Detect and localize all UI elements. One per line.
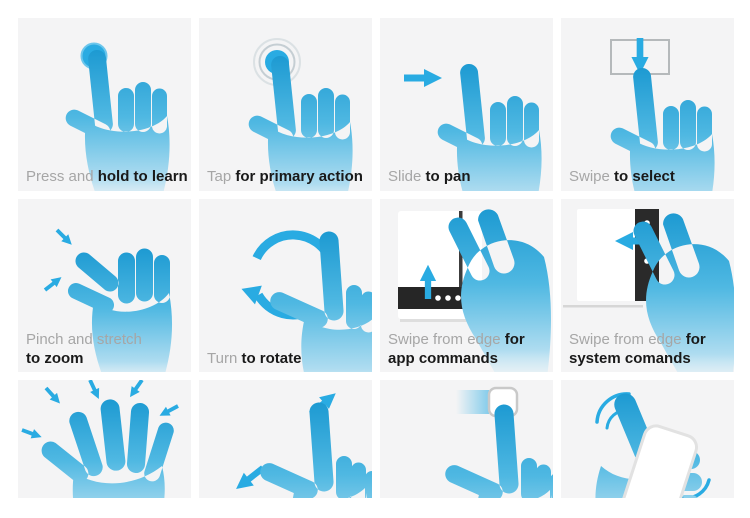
caption: Press and hold to learn <box>26 167 188 186</box>
caption-bold: for <box>504 331 525 349</box>
gesture-tile-slide: Slide to pan <box>380 18 553 191</box>
five-finger-close-hand-icon <box>20 380 181 498</box>
stretch-arrows-hand-icon <box>231 387 372 498</box>
caption: Pinch and stretch to zoom <box>26 331 187 368</box>
gesture-tile-five-finger-close <box>18 380 191 498</box>
press-key-hand-icon <box>445 386 553 498</box>
gesture-tile-edge-app-commands: Swipe from edge for app commands <box>380 199 553 372</box>
gesture-tile-press-hold: Press and hold to learn <box>18 18 191 191</box>
caption-muted: Turn <box>207 349 242 367</box>
rotate-hand-icon <box>238 230 372 372</box>
gesture-tile-edge-system-commands: Swipe from edge for system comands <box>561 199 734 372</box>
caption-muted: Press and <box>26 167 98 185</box>
caption: Slide to pan <box>388 168 549 186</box>
gesture-tile-stretch-out <box>199 380 372 498</box>
caption-bold: to zoom <box>26 349 84 367</box>
caption-bold: to rotate <box>241 349 302 367</box>
gesture-tile-press-key <box>380 380 553 498</box>
gesture-tile-shake-phone <box>561 380 734 498</box>
caption-muted: Swipe <box>569 167 615 185</box>
caption: Swipe from edge for system comands <box>569 331 730 368</box>
edge-swipe-up-hand-icon <box>398 209 551 372</box>
gesture-tile-pinch-stretch: Pinch and stretch to zoom <box>18 199 191 372</box>
caption-bold: for primary action <box>235 167 363 185</box>
gesture-tile-tap: Tap for primary action <box>199 18 372 191</box>
caption: Swipe from edge for app commands <box>388 331 549 368</box>
shake-phone-hand-icon <box>595 392 711 498</box>
swipe-down-hand-icon <box>610 38 715 191</box>
gesture-tile-turn-rotate: Turn to rotate <box>199 199 372 372</box>
caption-muted: Swipe from edge <box>388 331 505 349</box>
tap-ripple-hand-icon <box>248 38 353 191</box>
caption-muted: Tap <box>207 167 236 185</box>
caption-muted: Swipe from edge <box>569 331 686 349</box>
slide-arrow-hand-icon <box>404 63 542 191</box>
gesture-tile-swipe-select: Swipe to select <box>561 18 734 191</box>
caption: Turn to rotate <box>207 350 368 368</box>
gesture-grid: Press and hold to learn Tap for primary … <box>18 18 734 498</box>
caption: Swipe to select <box>569 168 730 186</box>
caption-bold: hold to learn <box>97 167 188 185</box>
caption-bold: app commands <box>388 349 499 367</box>
press-hold-hand-icon <box>65 42 170 191</box>
caption-muted: Slide <box>388 167 426 185</box>
caption-bold: system comands <box>569 349 691 367</box>
caption-bold: to pan <box>425 167 471 185</box>
caption-muted: Pinch and stretch <box>26 331 142 349</box>
caption-bold: to select <box>614 167 675 185</box>
caption: Tap for primary action <box>207 168 368 186</box>
caption-bold: for <box>685 331 706 349</box>
edge-swipe-left-hand-icon <box>563 209 734 372</box>
